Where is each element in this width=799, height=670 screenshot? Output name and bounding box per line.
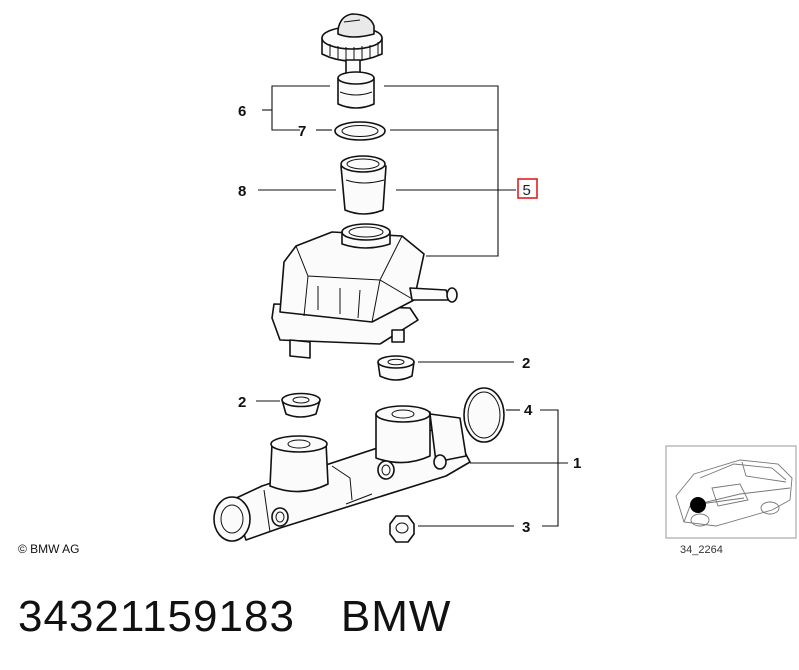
callout-3: 3 xyxy=(522,519,530,536)
nut-part-3 xyxy=(389,515,415,543)
callout-6: 6 xyxy=(238,103,246,120)
copyright-text: © BMW AG xyxy=(18,542,80,556)
sealing-ring-part-7 xyxy=(334,121,386,141)
callout-8: 8 xyxy=(238,183,246,200)
grommet-part-2-lower xyxy=(281,392,321,418)
callout-2-lower: 2 xyxy=(238,394,246,411)
strainer-part-8 xyxy=(340,155,387,215)
location-marker-icon xyxy=(690,497,706,513)
brand-name: BMW xyxy=(340,592,452,641)
callout-2-upper: 2 xyxy=(522,355,530,372)
master-cylinder-part-1 xyxy=(213,405,471,542)
vehicle-location-thumbnail xyxy=(665,445,797,539)
parts-diagram: 6 7 8 5 2 2 4 1 3 © BMW AG 34_2264 xyxy=(18,13,797,556)
footer: 34321159183 BMW xyxy=(18,582,451,652)
car-outline-icon xyxy=(675,459,793,527)
reservoir-cap xyxy=(321,13,383,75)
part-number: 34321159183 xyxy=(18,592,295,641)
grommet-part-2-upper xyxy=(377,355,415,381)
callout-4: 4 xyxy=(524,402,533,419)
filler-neck-part-6 xyxy=(337,71,375,109)
thumbnail-code: 34_2264 xyxy=(680,544,723,556)
leader-lines xyxy=(256,85,568,527)
callout-7: 7 xyxy=(298,123,306,140)
callout-1: 1 xyxy=(573,455,581,472)
callout-5-highlight-box xyxy=(517,178,538,199)
o-ring-part-4 xyxy=(463,387,505,443)
callout-5[interactable]: 5 xyxy=(523,182,531,199)
reservoir-tank xyxy=(271,223,458,359)
